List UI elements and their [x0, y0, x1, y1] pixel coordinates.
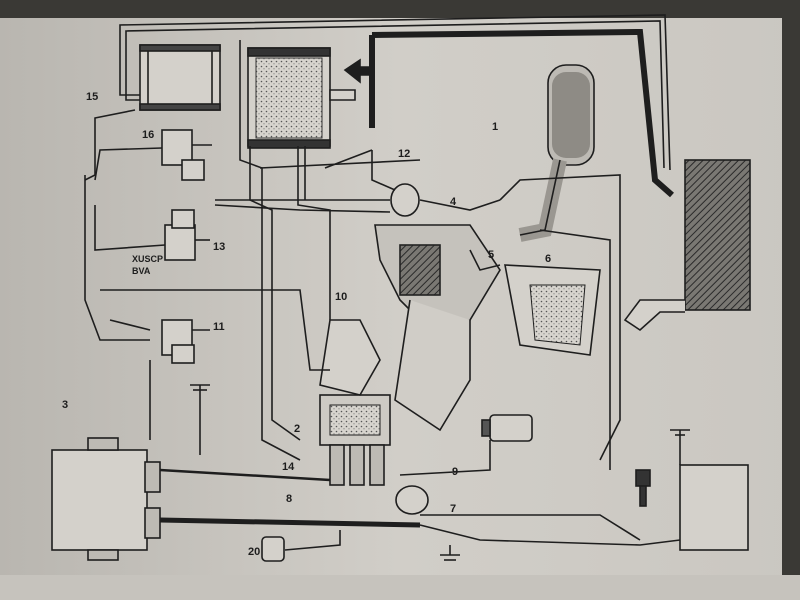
- throttle-body-10: [319, 319, 381, 396]
- ground-symbol-right: [670, 429, 690, 465]
- control-unit-3: [51, 449, 148, 551]
- callout-11: 11: [213, 321, 225, 333]
- callout-10: 10: [335, 291, 347, 303]
- vacuum-reservoir-15: [139, 44, 221, 111]
- solenoid-valve-11: [161, 319, 210, 364]
- callout-labels: 1 2 3 4 5 6 7 8 9 10 11 12 13 14 15 16 2…: [62, 91, 551, 558]
- fuel-filler-neck: [623, 299, 685, 332]
- intake-manifold: [394, 299, 471, 432]
- callout-8: 8: [286, 493, 292, 505]
- sensor-7: [395, 485, 429, 515]
- solenoid-valve-16: [161, 129, 212, 181]
- callout-1: 1: [492, 121, 498, 133]
- valve-code-2: BVA: [132, 266, 151, 276]
- vacuum-line-top-outer: [119, 14, 671, 171]
- ignition-key-icon: [635, 469, 651, 487]
- ignition-coil: [489, 414, 533, 442]
- callout-13: 13: [213, 241, 225, 253]
- injector-9: [369, 444, 385, 486]
- schematic: [51, 14, 751, 562]
- callout-4: 4: [450, 196, 457, 208]
- callout-12: 12: [398, 148, 410, 160]
- callout-16: 16: [142, 129, 154, 141]
- solenoid-valve-13: [164, 209, 210, 261]
- main-vapor-hose: [371, 28, 674, 198]
- air-inlet-arrow: [343, 58, 373, 84]
- injector-14: [329, 444, 345, 486]
- vacuum-line-top-inner: [125, 20, 665, 169]
- fuel-tank: [684, 159, 751, 311]
- battery: [679, 464, 749, 551]
- relay-20: [261, 536, 285, 562]
- callout-6: 6: [545, 253, 551, 265]
- wiring-harness: [159, 517, 421, 528]
- callout-14: 14: [282, 461, 295, 473]
- callout-9: 9: [452, 466, 458, 478]
- callout-7: 7: [450, 503, 456, 515]
- ground-symbol-bottom: [440, 545, 460, 561]
- callout-3: 3: [62, 399, 68, 411]
- callout-2: 2: [294, 423, 300, 435]
- callout-20: 20: [248, 546, 260, 558]
- valve-code-1: XUSCP: [132, 254, 163, 264]
- vacuum-valve-12: [390, 183, 420, 217]
- ground-symbol-left: [190, 384, 210, 395]
- callout-5: 5: [488, 249, 494, 261]
- callout-15: 15: [86, 91, 98, 103]
